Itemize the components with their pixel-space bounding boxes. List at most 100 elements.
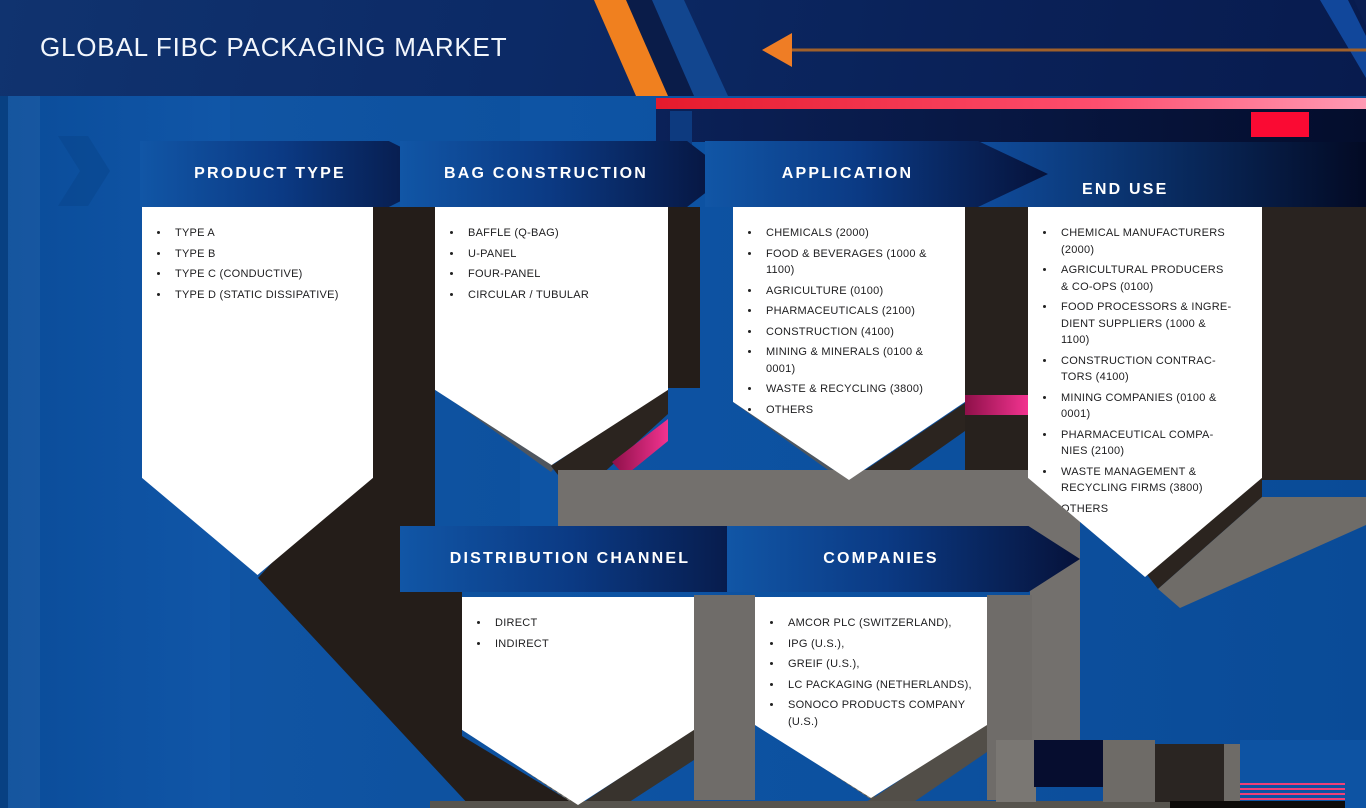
list-item-text: TYPE D (STATIC DISSIPATIVE) [175, 288, 339, 301]
bullet-icon [1043, 469, 1046, 473]
list-item-text: FOUR-PANEL [468, 268, 541, 280]
list-item-text: PHARMACEUTICAL COMPA- NIES (2100) [1061, 428, 1214, 458]
bullet-icon [748, 329, 751, 333]
bullet-icon [770, 621, 773, 624]
list-item-text: BAFFLE (Q-BAG) [468, 227, 559, 239]
list-item-text: IPG (U.S.), [788, 637, 845, 650]
list-item-text: WASTE MANAGEMENT & RECYCLING FIRMS (3800… [1061, 465, 1203, 495]
list-item: U-PANEL [450, 246, 656, 263]
bullet-icon [748, 251, 751, 255]
list-item-text: CIRCULAR / TUBULAR [468, 288, 590, 301]
list-item-text: FOOD PROCESSORS & INGRE- DIENT SUPPLIERS… [1061, 301, 1232, 346]
bullet-icon [770, 662, 773, 665]
list-item: TYPE C (CONDUCTIVE) [157, 266, 361, 283]
bullet-icon [1043, 358, 1046, 362]
bullet-icon [1043, 432, 1046, 436]
banner-product-type-label: PRODUCT TYPE [194, 165, 346, 182]
bullet-icon [770, 682, 773, 686]
bullet-icon [1043, 305, 1046, 308]
list-item: PHARMACEUTICALS (2100) [748, 303, 953, 320]
list-item: AMCOR PLC (SWITZERLAND), [770, 615, 975, 632]
bullet-icon [1043, 268, 1046, 271]
list-item-text: CONSTRUCTION (4100) [766, 325, 895, 338]
list-item: FOUR-PANEL [450, 266, 656, 283]
bullet-icon [157, 251, 160, 255]
list-item: PHARMACEUTICAL COMPA- NIES (2100) [1043, 427, 1250, 460]
bullet-icon [157, 231, 160, 234]
bullet-icon [157, 272, 160, 275]
list-item-text: TYPE B [175, 247, 216, 260]
banner-end-use-label: END USE [1082, 181, 1169, 198]
bullet-icon [748, 288, 751, 292]
list-item: MINING & MINERALS (0100 & 0001) [748, 344, 953, 377]
list-item-text: AGRICULTURE (0100) [766, 284, 884, 297]
list-item: LC PACKAGING (NETHERLANDS), [770, 677, 975, 694]
banner-distribution-channel-label: DISTRIBUTION CHANNEL [449, 550, 691, 567]
list-item-text: WASTE & RECYCLING (3800) [766, 383, 924, 395]
bullet-icon [770, 703, 773, 706]
list-item-text: AGRICULTURAL PRODUCERS & CO-OPS (0100) [1061, 264, 1224, 293]
list-item: BAFFLE (Q-BAG) [450, 225, 656, 242]
list-item: CHEMICAL MANUFACTURERS (2000) [1043, 225, 1250, 258]
bullet-icon [450, 231, 453, 234]
banner-bag-construction: BAG CONSTRUCTION [400, 141, 730, 207]
list-item: FOOD PROCESSORS & INGRE- DIENT SUPPLIERS… [1043, 299, 1250, 349]
list-item-text: SONOCO PRODUCTS COMPANY (U.S.) [788, 699, 966, 728]
product-type-list: TYPE A TYPE B TYPE C (CONDUCTIVE) TYPE D (S… [157, 225, 361, 303]
end-use-list: CHEMICAL MANUFACTURERS (2000) AGRICULTURA… [1043, 225, 1250, 517]
bullet-icon [1043, 395, 1046, 399]
list-item-text: U-PANEL [468, 247, 517, 260]
list-item-text: OTHERS [766, 403, 814, 416]
banner-companies: COMPANIES [727, 526, 1080, 592]
bullet-icon [157, 292, 160, 296]
banner-distribution-channel: DISTRIBUTION CHANNEL [400, 526, 781, 592]
bag-construction-list: BAFFLE (Q-BAG) U-PANEL FOUR-PANEL CIRCULAR … [450, 225, 656, 303]
list-item: AGRICULTURE (0100) [748, 283, 953, 300]
list-item-text: MINING & MINERALS (0100 & 0001) [766, 346, 924, 375]
bullet-icon [1043, 231, 1046, 234]
list-item-text: CONSTRUCTION CONTRAC- TORS (4100) [1061, 354, 1216, 384]
application-list: CHEMICALS (2000) FOOD & BEVERAGES (1000 &… [748, 225, 953, 418]
bullet-icon [748, 350, 751, 353]
distribution-channel-list: DIRECT INDIRECT [477, 615, 682, 652]
list-item-text: TYPE A [175, 227, 216, 239]
list-item: DIRECT [477, 615, 682, 632]
list-item-text: TYPE C (CONDUCTIVE) [175, 268, 303, 280]
list-item-text: PHARMACEUTICALS (2100) [766, 305, 916, 317]
bullet-icon [748, 407, 751, 411]
banner-end-use: END USE [980, 142, 1366, 207]
list-item-text: INDIRECT [495, 637, 549, 650]
list-item-text: AMCOR PLC (SWITZERLAND), [788, 617, 952, 629]
list-item: CHEMICALS (2000) [748, 225, 953, 242]
list-item-text: DIRECT [495, 617, 538, 629]
list-item: CIRCULAR / TUBULAR [450, 287, 656, 304]
list-item-text: CHEMICAL MANUFACTURERS (2000) [1061, 227, 1225, 256]
list-item: INDIRECT [477, 636, 682, 653]
bullet-icon [748, 309, 751, 312]
list-item: TYPE D (STATIC DISSIPATIVE) [157, 287, 361, 304]
bullet-icon [770, 641, 773, 645]
bullet-icon [450, 272, 453, 275]
list-item-text: MINING COMPANIES (0100 & 0001) [1061, 391, 1217, 421]
bullet-icon [748, 231, 751, 234]
bullet-icon [748, 387, 751, 390]
bullet-icon [477, 621, 480, 624]
list-item: CONSTRUCTION CONTRAC- TORS (4100) [1043, 353, 1250, 386]
list-item: FOOD & BEVERAGES (1000 & 1100) [748, 246, 953, 279]
list-item-text: FOOD & BEVERAGES (1000 & 1100) [766, 247, 927, 277]
list-item: WASTE & RECYCLING (3800) [748, 381, 953, 398]
bullet-icon [450, 292, 453, 296]
page-title: GLOBAL FIBC PACKAGING MARKET [40, 32, 508, 62]
list-item: TYPE A [157, 225, 361, 242]
list-item-text: CHEMICALS (2000) [766, 227, 870, 239]
list-item: IPG (U.S.), [770, 636, 975, 653]
banner-application-label: APPLICATION [781, 165, 914, 182]
bullet-icon [477, 641, 480, 645]
list-item: OTHERS [748, 402, 953, 419]
list-item: SONOCO PRODUCTS COMPANY (U.S.) [770, 697, 975, 730]
list-item: AGRICULTURAL PRODUCERS & CO-OPS (0100) [1043, 262, 1250, 295]
banner-bag-construction-label: BAG CONSTRUCTION [443, 165, 649, 182]
bullet-icon [450, 251, 453, 255]
list-item: CONSTRUCTION (4100) [748, 324, 953, 341]
